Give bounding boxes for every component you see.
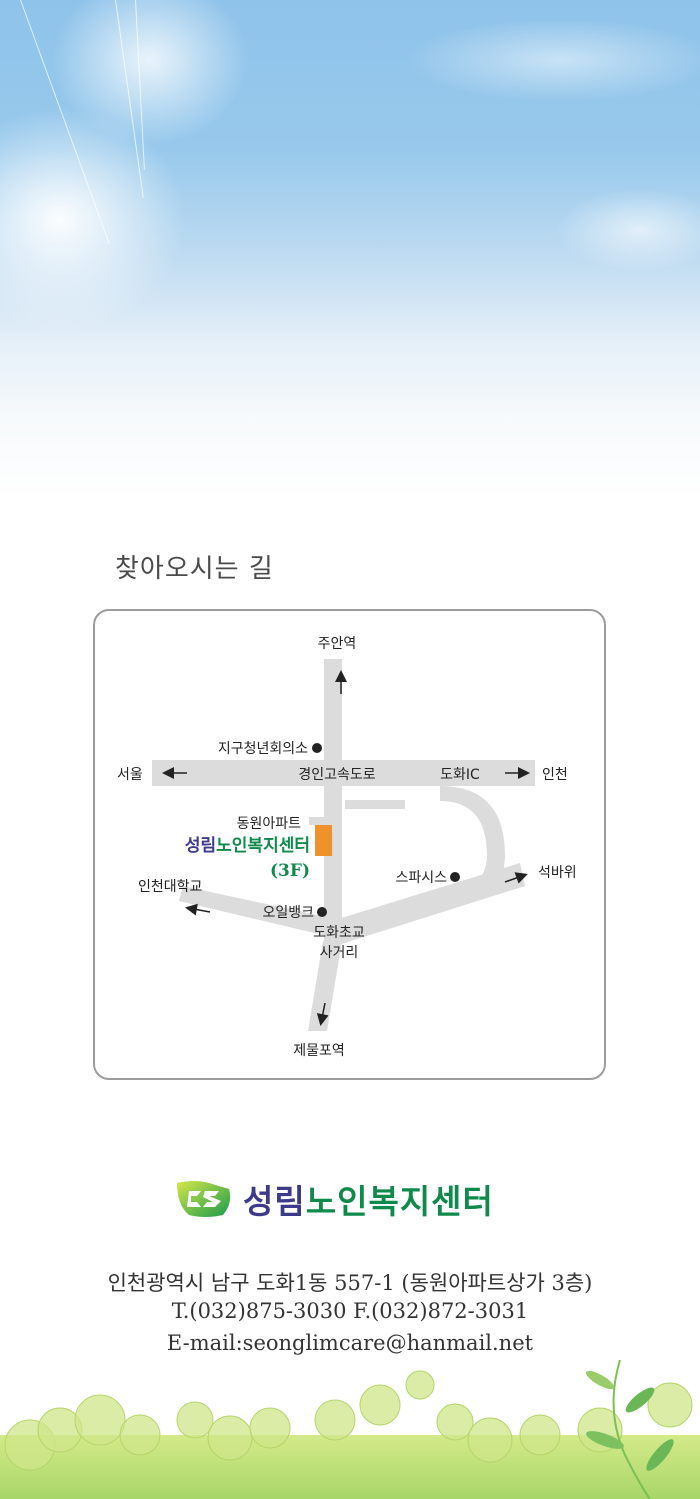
road-highway bbox=[152, 760, 535, 786]
address-line: 인천광역시 남구 도화1동 557-1 (동원아파트상가 3층) bbox=[107, 1271, 593, 1295]
label-oilbank: 오일뱅크 bbox=[262, 905, 314, 921]
page-title: 찾아오시는 길 bbox=[115, 554, 274, 584]
arrow-university-icon bbox=[185, 903, 211, 916]
road-north-south bbox=[324, 659, 342, 944]
label-apartment: 동원아파트 bbox=[237, 816, 302, 832]
logo-text: 성림노인복지센터 bbox=[243, 1175, 494, 1223]
arrow-seokbawi-icon bbox=[504, 872, 528, 884]
map-canvas: 주안역 지구청년회의소 서울 경인고속도로 도화IC 인천 동원아파트 성림노인… bbox=[117, 636, 577, 1059]
label-junction-2: 사거리 bbox=[320, 945, 359, 961]
logo: 성림노인복지센터 bbox=[175, 1175, 494, 1223]
landmark-dot-icon bbox=[312, 743, 322, 753]
label-center-green: 노인복지센터 bbox=[216, 836, 310, 856]
road-ic-ramp bbox=[440, 786, 505, 894]
label-floor: (3F) bbox=[270, 861, 310, 881]
email-line: E-mail:seonglimcare@hanmail.net bbox=[166, 1331, 534, 1355]
logo-name-green: 노인복지센터 bbox=[305, 1182, 494, 1221]
label-seoul: 서울 bbox=[117, 767, 143, 783]
roads bbox=[152, 659, 535, 1031]
road-university bbox=[179, 886, 340, 939]
phone-fax-line: T.(032)875-3030 F.(032)872-3031 bbox=[171, 1299, 529, 1323]
arrow-south-icon bbox=[316, 1002, 329, 1026]
center-location-marker bbox=[315, 825, 332, 856]
label-highway: 경인고속도로 bbox=[298, 767, 375, 783]
label-seokbawi: 석바위 bbox=[538, 865, 577, 881]
directions-map: 주안역 지구청년회의소 서울 경인고속도로 도화IC 인천 동원아파트 성림노인… bbox=[93, 609, 606, 1080]
label-university: 인천대학교 bbox=[138, 879, 203, 895]
landmark-dot-icon bbox=[450, 872, 460, 882]
logo-name-purple: 성림 bbox=[243, 1182, 306, 1221]
label-center-name: 성림노인복지센터 bbox=[185, 836, 310, 856]
label-juan-station: 주안역 bbox=[318, 636, 357, 652]
road-side-street bbox=[345, 800, 405, 809]
road-apartment-stub bbox=[309, 817, 325, 825]
label-dohwa-ic: 도화IC bbox=[440, 767, 480, 783]
sky-header-image bbox=[0, 0, 700, 520]
logo-cs-icon bbox=[177, 1181, 231, 1217]
label-spasis: 스파시스 bbox=[395, 870, 447, 886]
landmark-dot-icon bbox=[317, 907, 327, 917]
grass-footer-image bbox=[0, 1360, 700, 1499]
label-center-purple: 성림 bbox=[185, 836, 216, 856]
road-seokbawi bbox=[325, 863, 525, 946]
road-south bbox=[308, 941, 342, 1031]
label-chamber: 지구청년회의소 bbox=[218, 741, 308, 757]
label-junction-1: 도화초교 bbox=[313, 925, 365, 941]
label-incheon: 인천 bbox=[542, 767, 568, 783]
label-jemulpo-station: 제물포역 bbox=[293, 1043, 345, 1059]
